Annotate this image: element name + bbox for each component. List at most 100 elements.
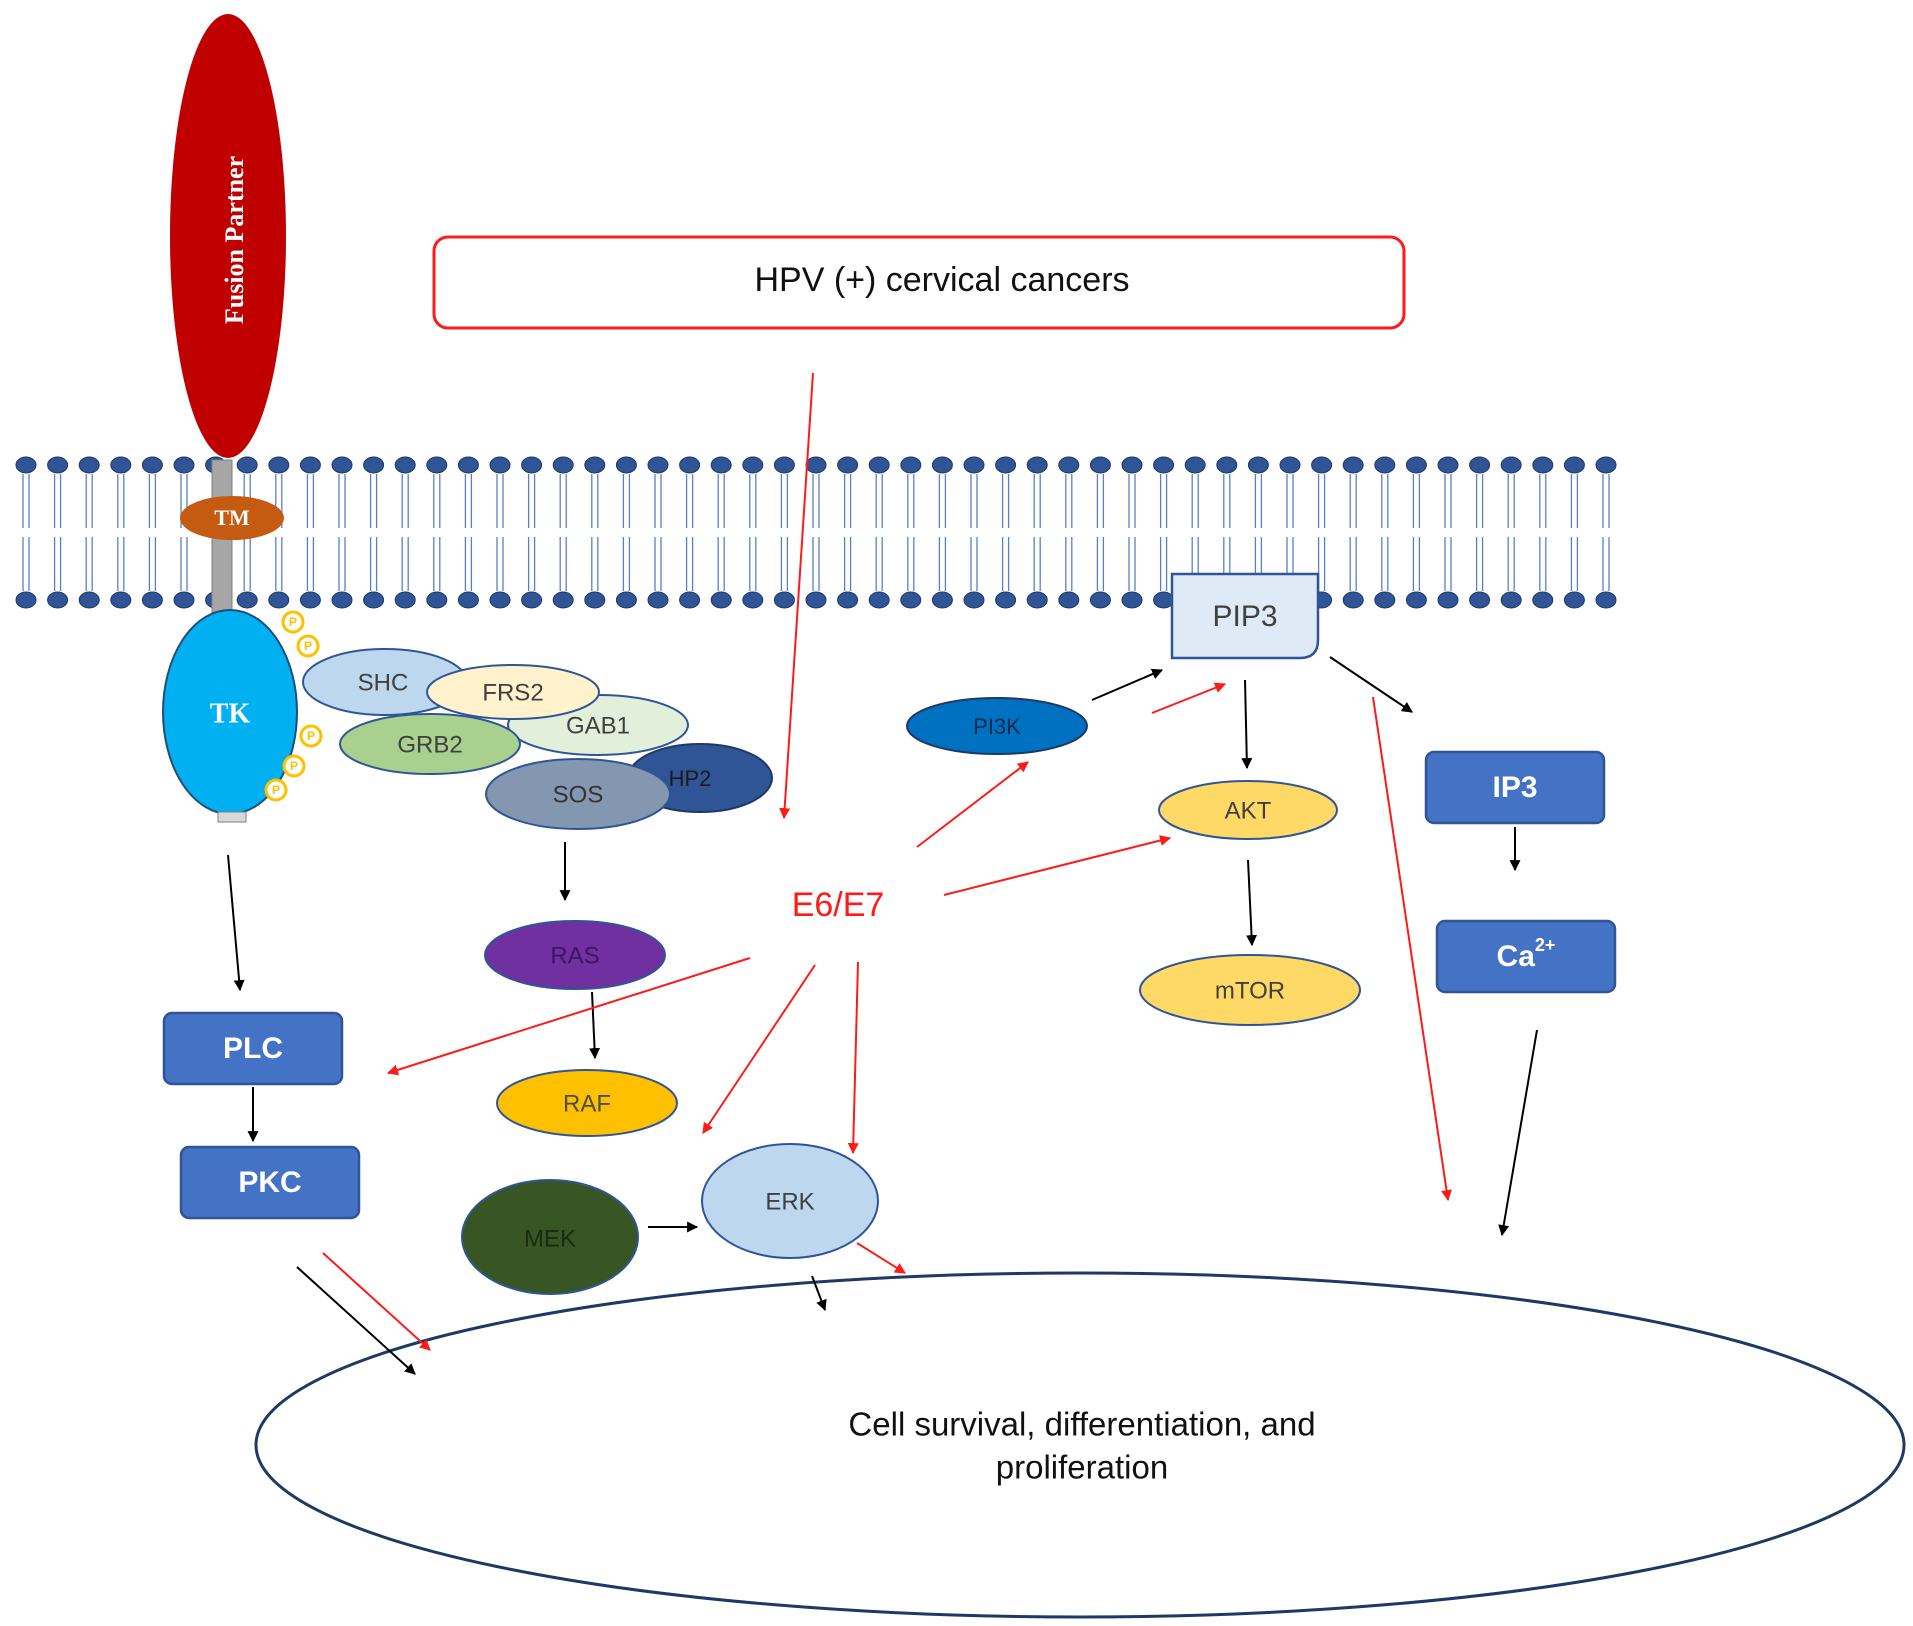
tyrosine-kinase-label: TK bbox=[210, 698, 251, 729]
pip3-box bbox=[1170, 572, 1320, 660]
arrow-calcium-to-outcome bbox=[1498, 1029, 1538, 1237]
lipid-head bbox=[173, 591, 195, 609]
lipid-head bbox=[679, 591, 701, 609]
cell-outcome-ellipse bbox=[254, 1271, 1906, 1619]
pip3-label: PIP3 bbox=[1212, 600, 1277, 633]
red-arrow-hpv-to-e6e7 bbox=[779, 372, 814, 820]
erk-label: ERK bbox=[765, 1188, 814, 1215]
lipid-head bbox=[489, 591, 511, 609]
lipid-head bbox=[1500, 591, 1522, 609]
lipid-head bbox=[1026, 591, 1048, 609]
frs2-node bbox=[426, 664, 600, 720]
lipid-head bbox=[552, 591, 574, 609]
lipid-head bbox=[394, 456, 416, 474]
lipid-head bbox=[615, 591, 637, 609]
gab1-label: GAB1 bbox=[566, 712, 630, 739]
lipid-head bbox=[1342, 456, 1364, 474]
red-arrow-pip3-to-outcome bbox=[1372, 696, 1452, 1202]
ip3-label: IP3 bbox=[1492, 771, 1537, 804]
lipid-head bbox=[1247, 456, 1269, 474]
akt-node bbox=[1158, 780, 1338, 840]
lipid-head bbox=[805, 591, 827, 609]
lipid-head bbox=[1311, 456, 1333, 474]
lipid-head bbox=[773, 456, 795, 474]
activation-arrows bbox=[227, 656, 1538, 1375]
lipid-head bbox=[1184, 456, 1206, 474]
lipid-head bbox=[1374, 591, 1396, 609]
phosphate-circle bbox=[264, 778, 288, 802]
transmembrane-domain bbox=[180, 496, 284, 540]
lipid-head bbox=[1563, 456, 1585, 474]
lipid-head bbox=[710, 456, 732, 474]
lipid-head bbox=[1216, 456, 1238, 474]
lipid-head bbox=[963, 591, 985, 609]
lipid-head bbox=[394, 591, 416, 609]
lipid-head bbox=[363, 591, 385, 609]
lipid-head bbox=[141, 591, 163, 609]
akt-label: AKT bbox=[1225, 797, 1272, 824]
lipid-head bbox=[900, 456, 922, 474]
lipid-head bbox=[521, 591, 543, 609]
lipid-head bbox=[1532, 456, 1554, 474]
lipid-head bbox=[1405, 591, 1427, 609]
lipid-head bbox=[331, 456, 353, 474]
lipid-head bbox=[1437, 591, 1459, 609]
lipid-head bbox=[268, 456, 290, 474]
lipid-head bbox=[1058, 456, 1080, 474]
plc-label: PLC bbox=[223, 1032, 283, 1065]
lipid-head bbox=[1437, 456, 1459, 474]
grb2-node bbox=[339, 713, 521, 775]
shp2-label: HP2 bbox=[669, 766, 712, 791]
hpv-cervical-cancer-label: HPV (+) cervical cancers bbox=[754, 261, 1129, 299]
phosphate-circle bbox=[281, 610, 305, 634]
pi3k-pathway: PIP3 PI3K AKT mTOR bbox=[906, 572, 1361, 1026]
red-arrow-erk-to-outcome bbox=[856, 1242, 906, 1274]
lipid-head bbox=[1089, 591, 1111, 609]
plc-pathway: PLC PKC IP3 Ca2+ bbox=[162, 750, 1617, 1220]
ip3-box bbox=[1424, 750, 1606, 825]
cell-membrane bbox=[15, 456, 1617, 609]
phosphate-circle bbox=[299, 724, 323, 748]
red-arrow-pkc-to-outcome bbox=[322, 1252, 431, 1351]
lipid-head bbox=[900, 591, 922, 609]
lipid-head bbox=[236, 456, 258, 474]
lipid-head bbox=[173, 456, 195, 474]
lipid-head bbox=[931, 456, 953, 474]
lipid-head bbox=[995, 591, 1017, 609]
phosphate-circle bbox=[296, 634, 320, 658]
pkc-label: PKC bbox=[238, 1166, 301, 1199]
arrow-pkc-to-outcome bbox=[296, 1266, 416, 1375]
lipid-head bbox=[1121, 456, 1143, 474]
lipid-head bbox=[995, 456, 1017, 474]
lipid-head bbox=[110, 591, 132, 609]
calcium-label: Ca2+ bbox=[1497, 935, 1556, 973]
lipid-head bbox=[1469, 456, 1491, 474]
lipid-head bbox=[742, 456, 764, 474]
arrow-pip3-to-akt bbox=[1241, 679, 1253, 770]
lipid-head bbox=[647, 456, 669, 474]
hpv-cervical-cancer-box bbox=[432, 235, 1406, 330]
lipid-head bbox=[1153, 456, 1175, 474]
red-arrow-e6e7-to-erk-left bbox=[702, 964, 816, 1134]
lipid-head bbox=[1058, 591, 1080, 609]
arrow-pip3-to-ip3 bbox=[1329, 656, 1413, 713]
shc-label: SHC bbox=[358, 669, 409, 696]
sos-node bbox=[485, 758, 671, 830]
lipid-head bbox=[1500, 456, 1522, 474]
lipid-head bbox=[868, 591, 890, 609]
lipid-head bbox=[552, 456, 574, 474]
arrow-pi3k-to-pip3 bbox=[1091, 668, 1164, 701]
lipid-head bbox=[615, 456, 637, 474]
phosphate-circle bbox=[282, 754, 306, 778]
lipid-head bbox=[15, 456, 37, 474]
lipid-head bbox=[1374, 456, 1396, 474]
lipid-head bbox=[1405, 456, 1427, 474]
arrow-erk-to-outcome bbox=[811, 1275, 827, 1312]
phosphate-label: P bbox=[290, 759, 298, 773]
lipid-head bbox=[47, 591, 69, 609]
lipid-head bbox=[299, 591, 321, 609]
lipid-head bbox=[1121, 591, 1143, 609]
lipid-head bbox=[1563, 591, 1585, 609]
mapk-pathway: RAS RAF MEK ERK bbox=[461, 920, 879, 1295]
